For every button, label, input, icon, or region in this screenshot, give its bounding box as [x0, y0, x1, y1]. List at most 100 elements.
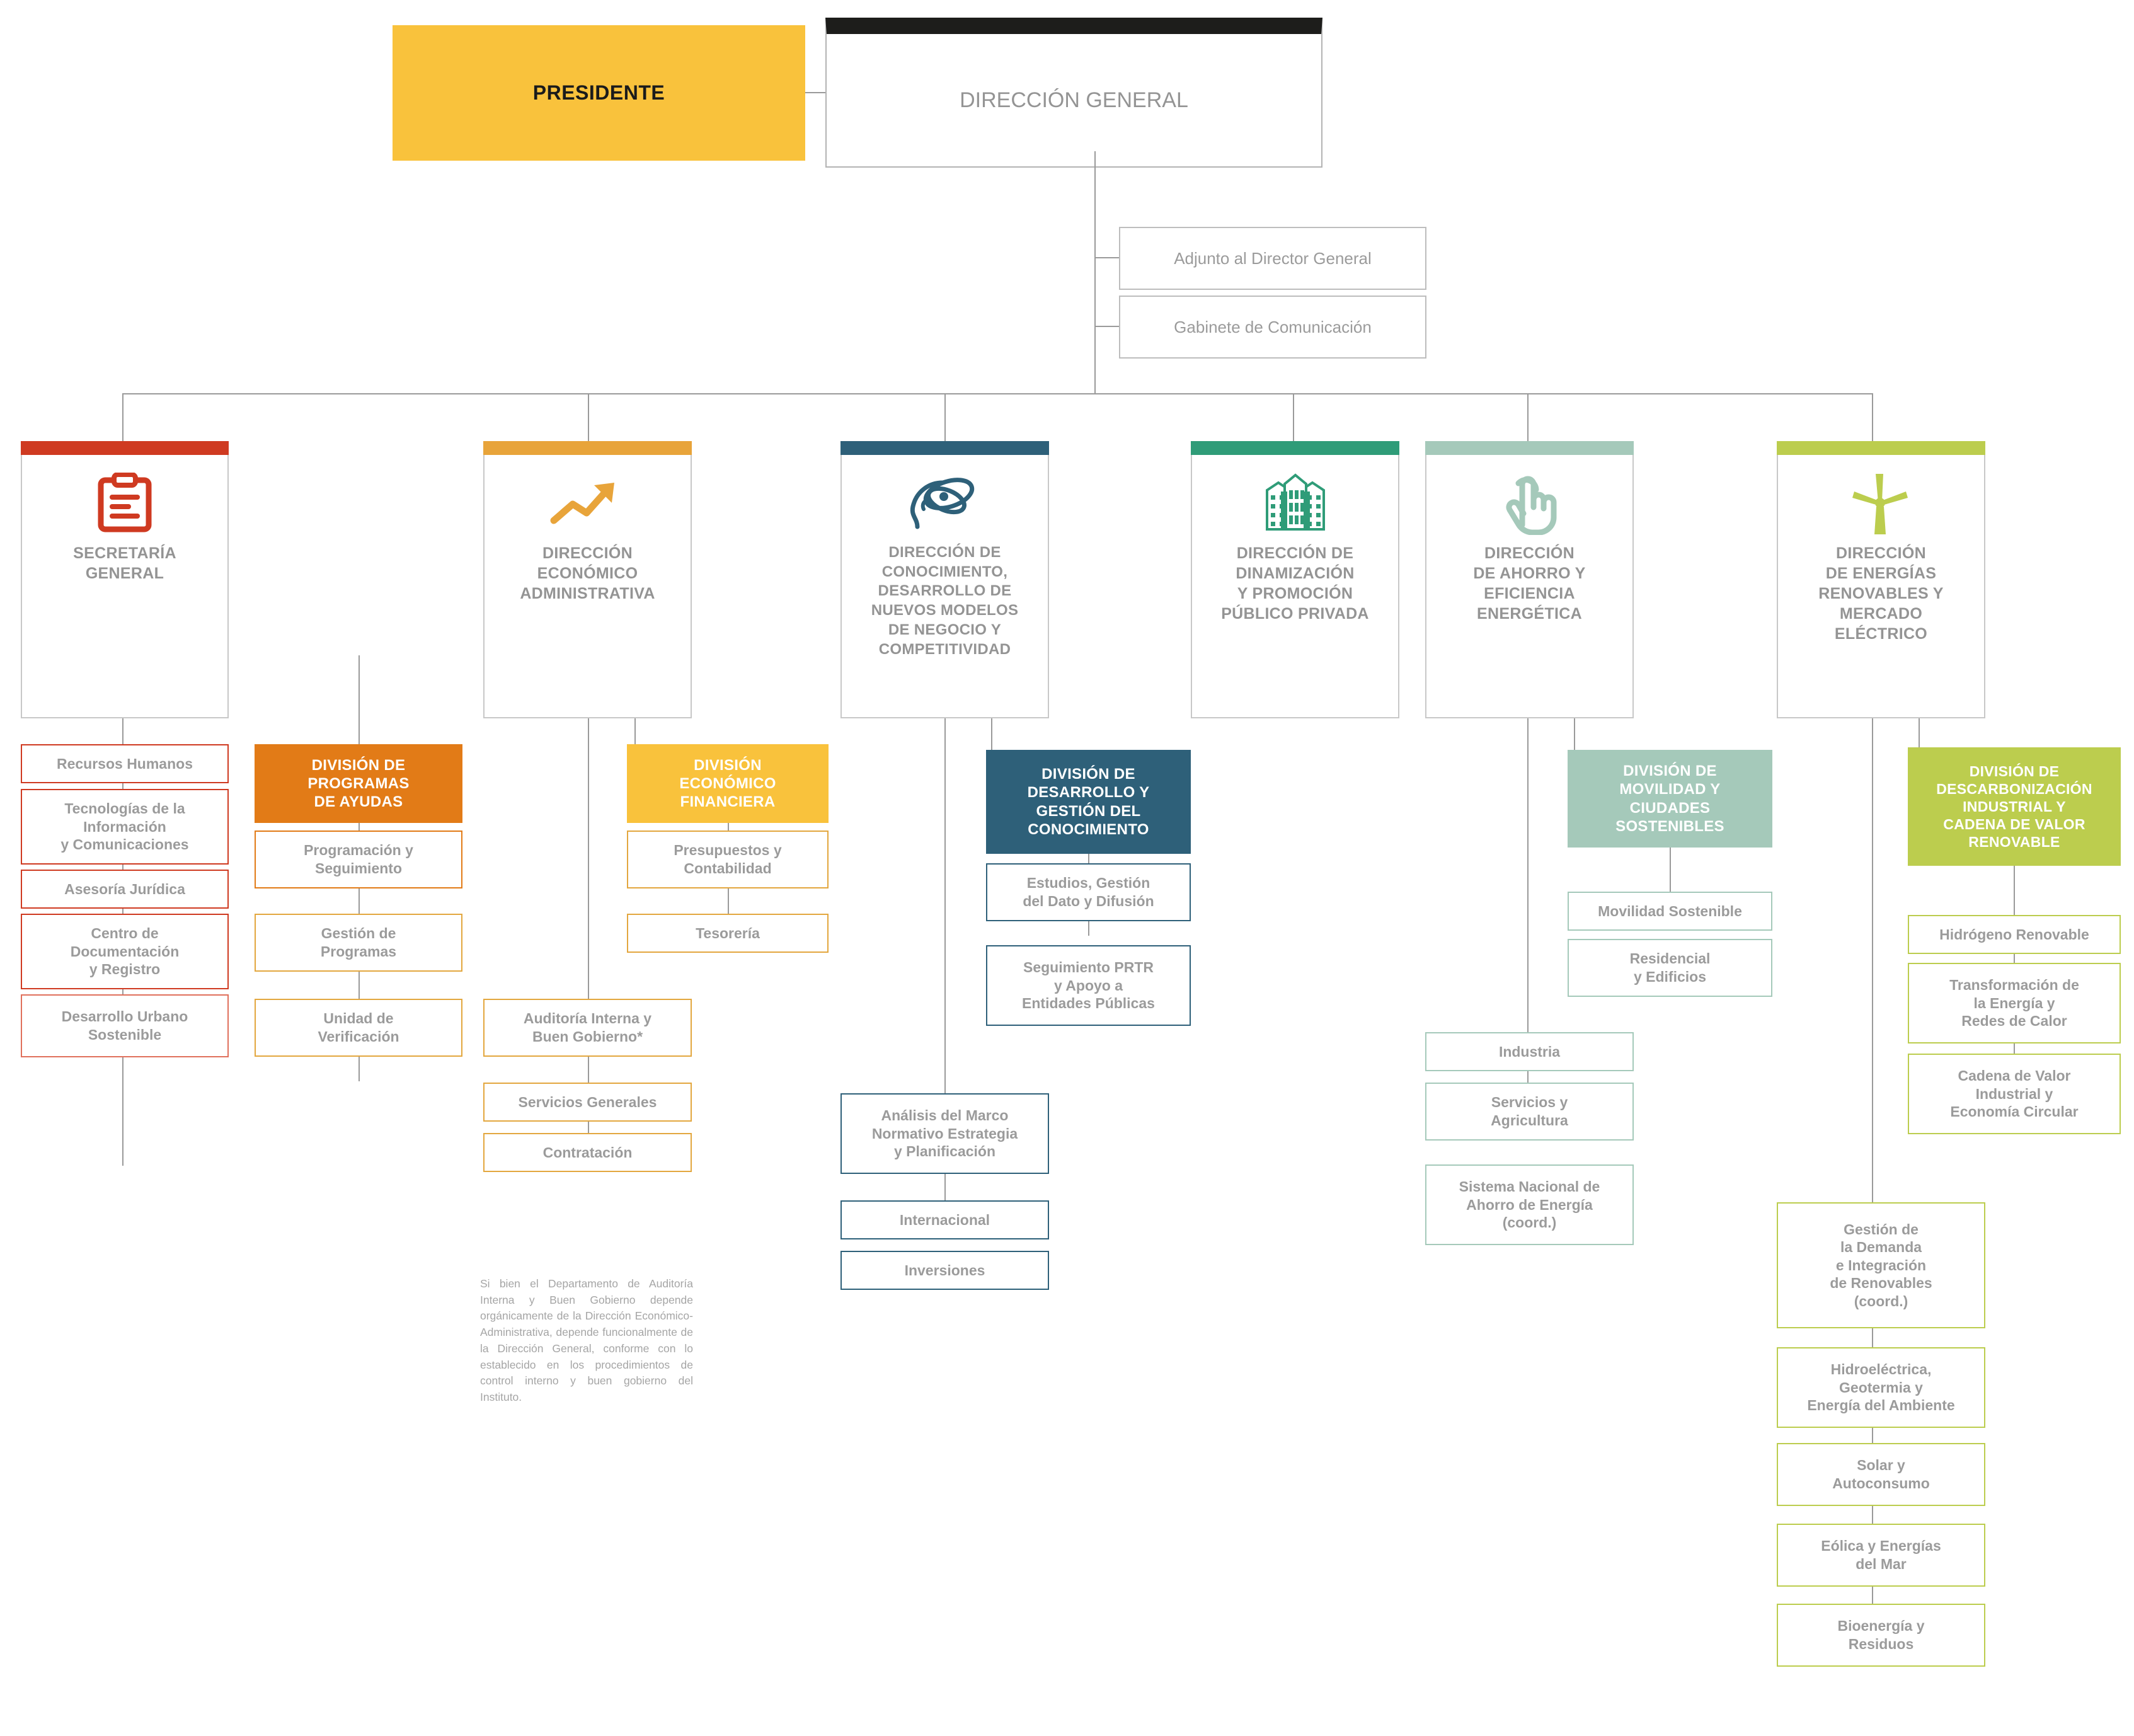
leaf-internacional[interactable]: Internacional [840, 1200, 1049, 1239]
hand-touch-icon [1500, 471, 1560, 535]
leaf-gestion-programas[interactable]: Gestión de Programas [255, 914, 462, 972]
leaf-gestion-demanda[interactable]: Gestión de la Demanda e Integración de R… [1777, 1202, 1985, 1328]
leaf-label: Asesoría Jurídica [64, 880, 185, 897]
leaf-label: Recursos Humanos [56, 755, 193, 772]
staff-label-gabinete: Gabinete de Comunicación [1174, 317, 1372, 336]
leaf-eolica-energias-mar[interactable]: Eólica y Energías del Mar [1777, 1524, 1985, 1587]
accent-bar-conocimiento [840, 441, 1049, 455]
leaf-bioenergia-residuos[interactable]: Bioenergía y Residuos [1777, 1604, 1985, 1667]
leaf-solar-autoconsumo[interactable]: Solar y Autoconsumo [1777, 1443, 1985, 1506]
leaf-contratacion[interactable]: Contratación [483, 1133, 692, 1172]
direction-title-ahorro-eficiencia: DIRECCIÓN DE AHORRO Y EFICIENCIA ENERGÉT… [1473, 544, 1586, 623]
direccion-general-label: DIRECCIÓN GENERAL [960, 88, 1188, 112]
drop-col-5 [1527, 393, 1529, 441]
division-title: DIVISIÓN DE DESARROLLO Y GESTIÓN DEL CON… [1027, 765, 1150, 838]
leaf-estudios-gestion-dato[interactable]: Estudios, Gestión del Dato y Difusión [986, 863, 1191, 921]
leaf-label: Eólica y Energías del Mar [1821, 1538, 1941, 1572]
leaf-desarrollo-urbano-sostenible[interactable]: Desarrollo Urbano Sostenible [21, 994, 229, 1057]
leaf-servicios-generales[interactable]: Servicios Generales [483, 1083, 692, 1122]
leaf-industria[interactable]: Industria [1425, 1032, 1634, 1071]
connector-presidente-dirgen [805, 92, 825, 93]
direction-card-secretaria-general[interactable]: SECRETARÍA GENERAL [21, 441, 229, 718]
leaf-inversiones[interactable]: Inversiones [840, 1251, 1049, 1290]
connector-staff-1 [1094, 257, 1119, 258]
leaf-label: Sistema Nacional de Ahorro de Energía (c… [1459, 1178, 1600, 1231]
direction-title-secretaria-general: SECRETARÍA GENERAL [73, 544, 176, 582]
leaf-auditoria-interna-buen-gobierno[interactable]: Auditoría Interna y Buen Gobierno* [483, 999, 692, 1057]
leaf-label: Análisis del Marco Normativo Estrategia … [871, 1107, 1018, 1160]
leaf-asesoria-juridica[interactable]: Asesoría Jurídica [21, 870, 229, 909]
direccion-general-box[interactable]: DIRECCIÓN GENERAL [825, 18, 1322, 168]
division-title: DIVISIÓN DE PROGRAMAS DE AYUDAS [307, 756, 410, 811]
leaf-centro-documentacion[interactable]: Centro de Documentación y Registro [21, 914, 229, 989]
direction-card-conocimiento[interactable]: DIRECCIÓN DE CONOCIMIENTO, DESARROLLO DE… [840, 441, 1049, 718]
leaf-hidroelectrica-geotermia[interactable]: Hidroeléctrica, Geotermia y Energía del … [1777, 1347, 1985, 1428]
leaf-analisis-marco-normativo[interactable]: Análisis del Marco Normativo Estrategia … [840, 1093, 1049, 1174]
leaf-label: Cadena de Valor Industrial y Economía Ci… [1950, 1067, 2079, 1120]
footnote-auditoria: Si bien el Departamento de Auditoría Int… [480, 1277, 693, 1404]
wind-turbine-icon [1847, 471, 1916, 534]
direction-title-economico-administrativa: DIRECCIÓN ECONÓMICO ADMINISTRATIVA [520, 544, 655, 602]
leaf-label: Gestión de la Demanda e Integración de R… [1830, 1221, 1932, 1309]
division-economico-financiera[interactable]: DIVISIÓN ECONÓMICO FINANCIERA [627, 744, 829, 823]
leaf-label: Residencial y Edificios [1629, 950, 1711, 985]
col5-spine [1527, 718, 1529, 1122]
leaf-label: Programación y Seguimiento [304, 842, 413, 877]
leaf-label: Presupuestos y Contabilidad [674, 842, 782, 877]
leaf-unidad-verificacion[interactable]: Unidad de Verificación [255, 999, 462, 1057]
leaf-label: Gestión de Programas [320, 925, 397, 960]
division-title: DIVISIÓN DE DESCARBONIZACIÓN INDUSTRIAL … [1936, 762, 2092, 851]
leaf-recursos-humanos[interactable]: Recursos Humanos [21, 744, 229, 783]
direction-card-energias-renovables[interactable]: DIRECCIÓN DE ENERGÍAS RENOVABLES Y MERCA… [1777, 441, 1985, 718]
direction-card-dinamizacion[interactable]: DIRECCIÓN DE DINAMIZACIÓN Y PROMOCIÓN PÚ… [1191, 441, 1399, 718]
col6-spine [1872, 718, 1873, 1664]
leaf-presupuestos-contabilidad[interactable]: Presupuestos y Contabilidad [627, 831, 829, 888]
leaf-seguimiento-prtr[interactable]: Seguimiento PRTR y Apoyo a Entidades Púb… [986, 945, 1191, 1026]
direction-card-ahorro-eficiencia[interactable]: DIRECCIÓN DE AHORRO Y EFICIENCIA ENERGÉT… [1425, 441, 1634, 718]
staff-box-adjunto[interactable]: Adjunto al Director General [1119, 227, 1426, 290]
division-desarrollo-gestion-conocimiento[interactable]: DIVISIÓN DE DESARROLLO Y GESTIÓN DEL CON… [986, 750, 1191, 854]
leaf-servicios-agricultura[interactable]: Servicios y Agricultura [1425, 1083, 1634, 1141]
accent-bar-economico-administrativa [483, 441, 692, 455]
leaf-label: Contratación [542, 1144, 633, 1161]
main-bus-line [122, 393, 1873, 394]
leaf-sistema-nacional-ahorro[interactable]: Sistema Nacional de Ahorro de Energía (c… [1425, 1164, 1634, 1245]
direction-title-dinamizacion: DIRECCIÓN DE DINAMIZACIÓN Y PROMOCIÓN PÚ… [1221, 544, 1369, 623]
col2-spine [588, 718, 589, 1172]
leaf-label: Tesorería [696, 924, 760, 941]
leaf-residencial-edificios[interactable]: Residencial y Edificios [1568, 939, 1772, 997]
staff-box-gabinete[interactable]: Gabinete de Comunicación [1119, 296, 1426, 359]
div-programas-drop [359, 655, 360, 744]
leaf-label: Tecnologías de la Información y Comunica… [60, 800, 189, 853]
leaf-programacion-seguimiento[interactable]: Programación y Seguimiento [255, 831, 462, 888]
direction-title-conocimiento: DIRECCIÓN DE CONOCIMIENTO, DESARROLLO DE… [871, 544, 1019, 658]
leaf-label: Solar y Autoconsumo [1832, 1457, 1930, 1492]
presidente-box[interactable]: PRESIDENTE [393, 25, 805, 161]
leaf-label: Internacional [899, 1211, 990, 1228]
direction-title-energias-renovables: DIRECCIÓN DE ENERGÍAS RENOVABLES Y MERCA… [1818, 544, 1944, 643]
growth-arrow-icon [550, 471, 626, 534]
col3-spine [944, 718, 946, 1222]
leaf-cadena-valor-industrial[interactable]: Cadena de Valor Industrial y Economía Ci… [1908, 1054, 2121, 1134]
division-descarbonizacion[interactable]: DIVISIÓN DE DESCARBONIZACIÓN INDUSTRIAL … [1908, 747, 2121, 866]
leaf-label: Hidroeléctrica, Geotermia y Energía del … [1807, 1361, 1955, 1414]
presidente-label: PRESIDENTE [532, 81, 665, 104]
leaf-label: Auditoría Interna y Buen Gobierno* [523, 1010, 652, 1045]
leaf-label: Centro de Documentación y Registro [70, 925, 180, 978]
drop-col-4 [1293, 393, 1294, 441]
leaf-hidrogeno-renovable[interactable]: Hidrógeno Renovable [1908, 915, 2121, 954]
leaf-label: Unidad de Verificación [318, 1010, 399, 1045]
accent-bar-dinamizacion [1191, 441, 1399, 455]
leaf-movilidad-sostenible[interactable]: Movilidad Sostenible [1568, 892, 1772, 931]
leaf-label: Inversiones [904, 1262, 985, 1279]
drop-col-2 [588, 393, 589, 441]
division-programas-de-ayudas[interactable]: DIVISIÓN DE PROGRAMAS DE AYUDAS [255, 744, 462, 823]
leaf-tecnologias-informacion[interactable]: Tecnologías de la Información y Comunica… [21, 789, 229, 865]
leaf-tesoreria[interactable]: Tesorería [627, 914, 829, 953]
clipboard-document-icon [98, 471, 152, 534]
leaf-transformacion-energia[interactable]: Transformación de la Energía y Redes de … [1908, 963, 2121, 1043]
division-movilidad-ciudades-sostenibles[interactable]: DIVISIÓN DE MOVILIDAD Y CIUDADES SOSTENI… [1568, 750, 1772, 848]
direction-card-economico-administrativa[interactable]: DIRECCIÓN ECONÓMICO ADMINISTRATIVA [483, 441, 692, 718]
connector-staff-2 [1094, 326, 1119, 327]
